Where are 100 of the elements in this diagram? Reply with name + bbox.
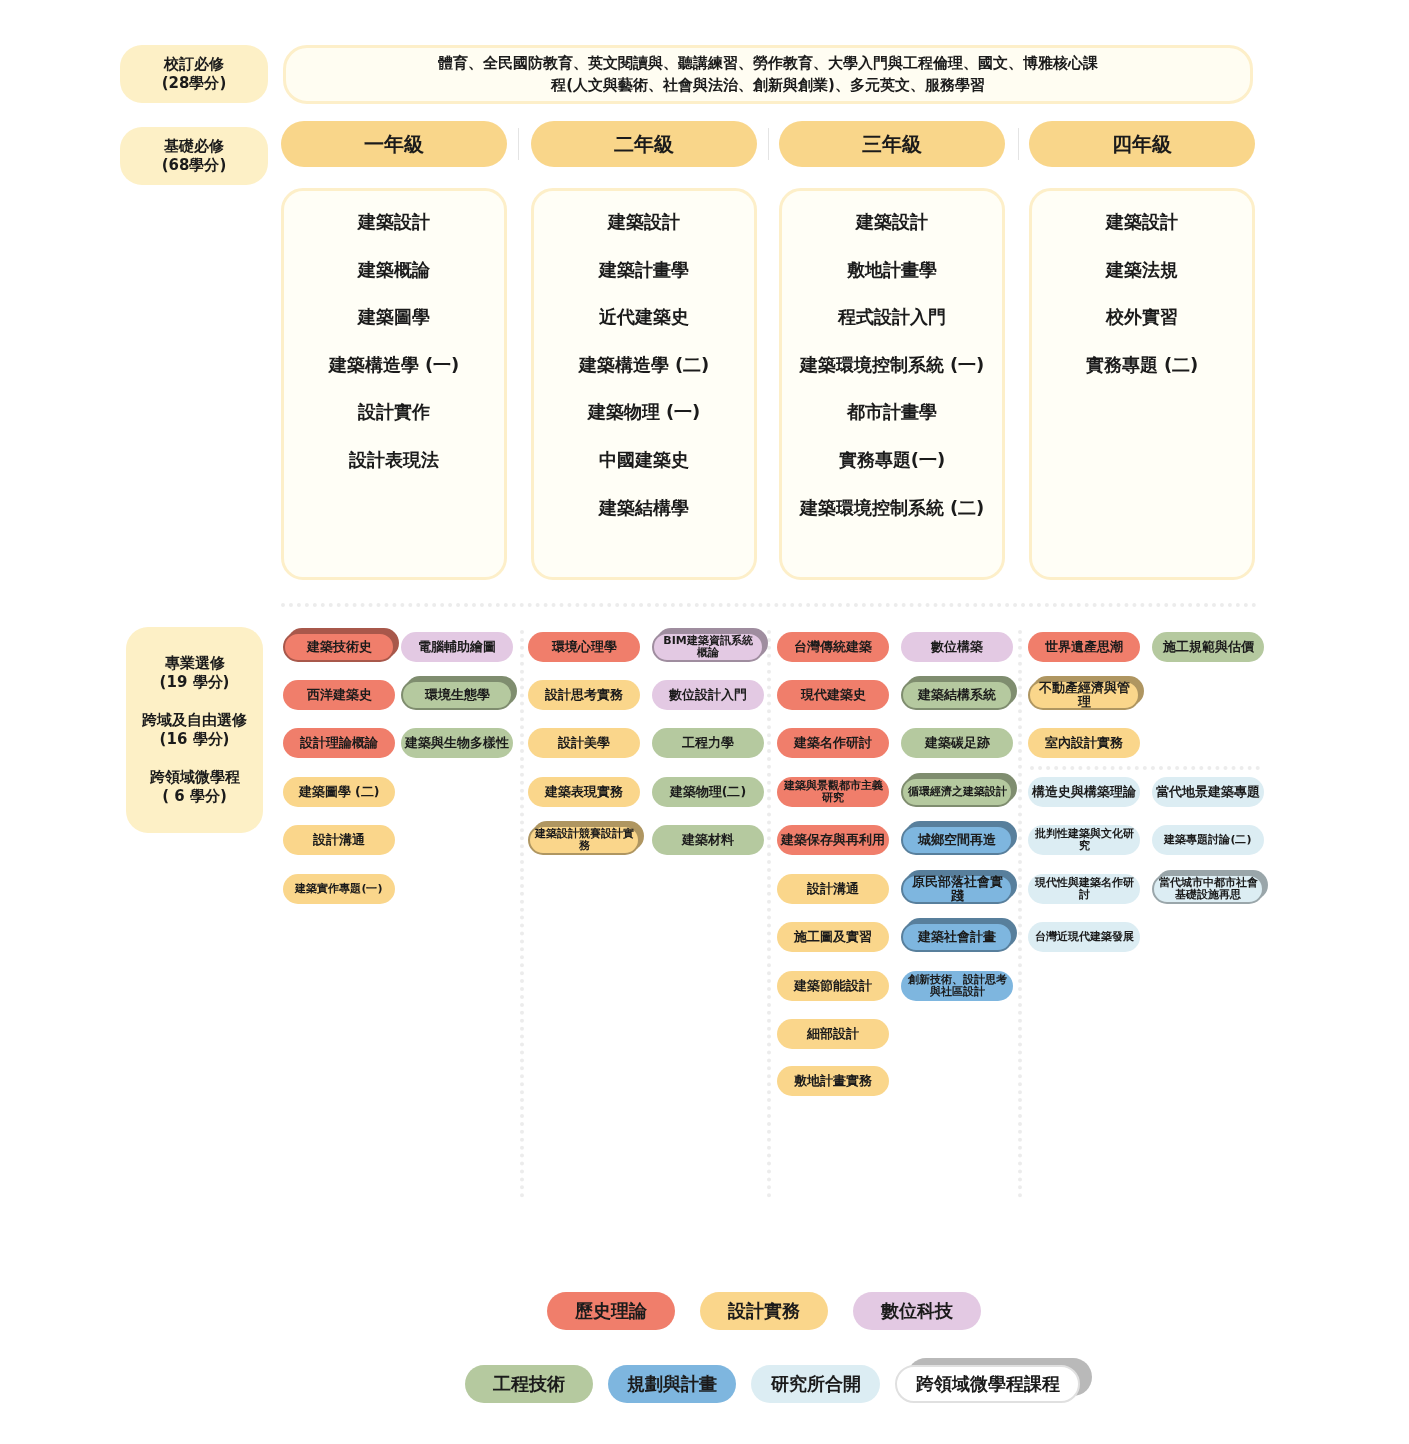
category-title: 專業選修 — [164, 653, 225, 673]
elective-course-pill: 施工圖及實習 — [777, 922, 889, 952]
elective-course-pill: 現代建築史 — [777, 680, 889, 710]
year-heading: 四年級 — [1029, 121, 1255, 167]
course-name: 建築構造學 (二) — [578, 353, 710, 376]
elective-course-pill: 創新技術、設計思考與社區設計 — [901, 971, 1013, 1001]
course-name: 中國建築史 — [599, 448, 689, 471]
course-name: 建築概論 — [358, 258, 430, 281]
elective-course-pill: 台灣傳統建築 — [777, 632, 889, 662]
elective-course-pill: BIM建築資訊系統概論 — [652, 632, 764, 662]
legend-item: 歷史理論 — [547, 1292, 675, 1330]
course-name: 設計實作 — [358, 401, 430, 423]
elective-course-pill: 設計溝通 — [777, 874, 889, 904]
legend-item: 研究所合開 — [751, 1365, 880, 1403]
category-title: 跨領域微學程 — [149, 767, 240, 787]
elective-course-pill: 當代地景建築專題 — [1152, 777, 1264, 807]
elective-course-pill: 當代城市中都市社會基礎設施再思 — [1152, 874, 1264, 904]
elective-course-pill: 建築社會計畫 — [901, 922, 1013, 952]
course-name: 建築設計 — [608, 211, 680, 233]
course-panel — [1029, 188, 1255, 580]
course-name: 建築物理 (一) — [587, 401, 701, 423]
elective-course-pill: 建築保存與再利用 — [777, 825, 889, 855]
required-courses-box — [283, 45, 1253, 104]
elective-course-pill: 敷地計畫實務 — [777, 1066, 889, 1096]
elective-course-pill: 電腦輔助繪圖 — [401, 632, 513, 662]
elective-course-pill: 數位構築 — [901, 632, 1013, 662]
course-panel — [779, 188, 1005, 580]
category-label-box — [126, 627, 263, 833]
elective-course-pill: 建築結構系統 — [901, 680, 1013, 710]
course-name: 敷地計畫學 — [847, 258, 937, 281]
course-name: 建築計畫學 — [599, 258, 689, 281]
category-label-box — [120, 45, 268, 103]
elective-course-pill: 建築圖學 (二) — [283, 777, 395, 807]
elective-course-pill: 台灣近現代建築發展 — [1028, 922, 1140, 952]
course-name: 建築環境控制系統 (二) — [799, 496, 985, 519]
elective-course-pill: 建築與景觀都市主義研究 — [777, 777, 889, 807]
category-label-box — [120, 127, 268, 185]
credit-count: (68學分) — [161, 156, 227, 176]
elective-course-pill: 施工規範與估價 — [1152, 632, 1264, 662]
course-name: 建築設計 — [1106, 211, 1178, 233]
elective-course-pill: 建築節能設計 — [777, 971, 889, 1001]
elective-course-pill: 建築與生物多樣性 — [401, 728, 513, 758]
elective-course-pill: 西洋建築史 — [283, 680, 395, 710]
course-name: 程式設計入門 — [838, 306, 946, 328]
elective-course-pill: 循環經濟之建築設計 — [901, 777, 1013, 807]
elective-course-pill: 批判性建築與文化研究 — [1028, 825, 1140, 855]
elective-course-pill: 現代性與建築名作研討 — [1028, 874, 1140, 904]
elective-course-pill: 建築碳足跡 — [901, 728, 1013, 758]
elective-course-pill: 設計溝通 — [283, 825, 395, 855]
legend-item: 跨領域微學程課程 — [895, 1365, 1080, 1403]
elective-course-pill: 構造史與構築理論 — [1028, 777, 1140, 807]
elective-course-pill: 室內設計實務 — [1028, 728, 1140, 758]
elective-course-pill: 設計美學 — [528, 728, 640, 758]
category-title: 校訂必修 — [164, 54, 224, 74]
legend-item: 規劃與計畫 — [608, 1365, 736, 1403]
elective-course-pill: 建築物理(二) — [652, 777, 764, 807]
elective-course-pill: 不動產經濟與管理 — [1028, 680, 1140, 710]
credit-count: (19 學分) — [159, 673, 230, 693]
course-list: 體育、全民國防教育、英文閱讀與、聽講練習、勞作教育、大學入門與工程倫理、國文、博雅核心課程(人文與藝術、社會與法治、創新與創業)、多元英文、服務學習 — [436, 52, 1100, 97]
credit-count: (16 學分) — [159, 730, 230, 750]
elective-course-pill: 數位設計入門 — [652, 680, 764, 710]
elective-course-pill: 建築材料 — [652, 825, 764, 855]
elective-course-pill: 建築專題討論(二) — [1152, 825, 1264, 855]
elective-course-pill: 環境心理學 — [528, 632, 640, 662]
course-name: 建築法規 — [1106, 258, 1178, 281]
elective-course-pill: 建築設計競賽設計實務 — [528, 825, 640, 855]
year-heading: 三年級 — [779, 121, 1005, 167]
course-name: 都市計畫學 — [847, 401, 937, 423]
course-name: 設計表現法 — [349, 448, 439, 471]
credit-count: (28學分) — [161, 74, 227, 94]
elective-course-pill: 設計思考實務 — [528, 680, 640, 710]
legend-item: 數位科技 — [853, 1292, 981, 1330]
course-name: 建築構造學 (一) — [328, 353, 460, 376]
elective-course-pill: 建築技術史 — [283, 632, 395, 662]
elective-course-pill: 設計理論概論 — [283, 728, 395, 758]
course-panel — [281, 188, 507, 580]
course-name: 建築環境控制系統 (一) — [799, 353, 985, 376]
course-name: 實務專題(一) — [838, 448, 946, 471]
course-name: 校外實習 — [1106, 306, 1178, 328]
elective-course-pill: 建築表現實務 — [528, 777, 640, 807]
elective-course-pill: 世界遺產思潮 — [1028, 632, 1140, 662]
year-heading: 二年級 — [531, 121, 757, 167]
elective-course-pill: 城鄉空間再造 — [901, 825, 1013, 855]
elective-course-pill: 工程力學 — [652, 728, 764, 758]
elective-course-pill: 建築實作專題(一) — [283, 874, 395, 904]
category-title: 跨域及自由選修 — [142, 710, 247, 730]
course-name: 建築結構學 — [599, 496, 689, 519]
legend-item: 工程技術 — [465, 1365, 593, 1403]
course-panel — [531, 188, 757, 580]
year-heading: 一年級 — [281, 121, 507, 167]
elective-course-pill: 建築名作研討 — [777, 728, 889, 758]
course-name: 建築設計 — [358, 211, 430, 233]
credit-count: ( 6 學分) — [162, 787, 227, 807]
course-name: 實務專題 (二) — [1085, 353, 1199, 376]
elective-course-pill: 環境生態學 — [401, 680, 513, 710]
course-name: 建築圖學 — [358, 306, 430, 328]
course-name: 近代建築史 — [599, 306, 689, 328]
elective-course-pill: 原民部落社會實踐 — [901, 874, 1013, 904]
elective-course-pill: 細部設計 — [777, 1019, 889, 1049]
category-title: 基礎必修 — [164, 136, 224, 156]
